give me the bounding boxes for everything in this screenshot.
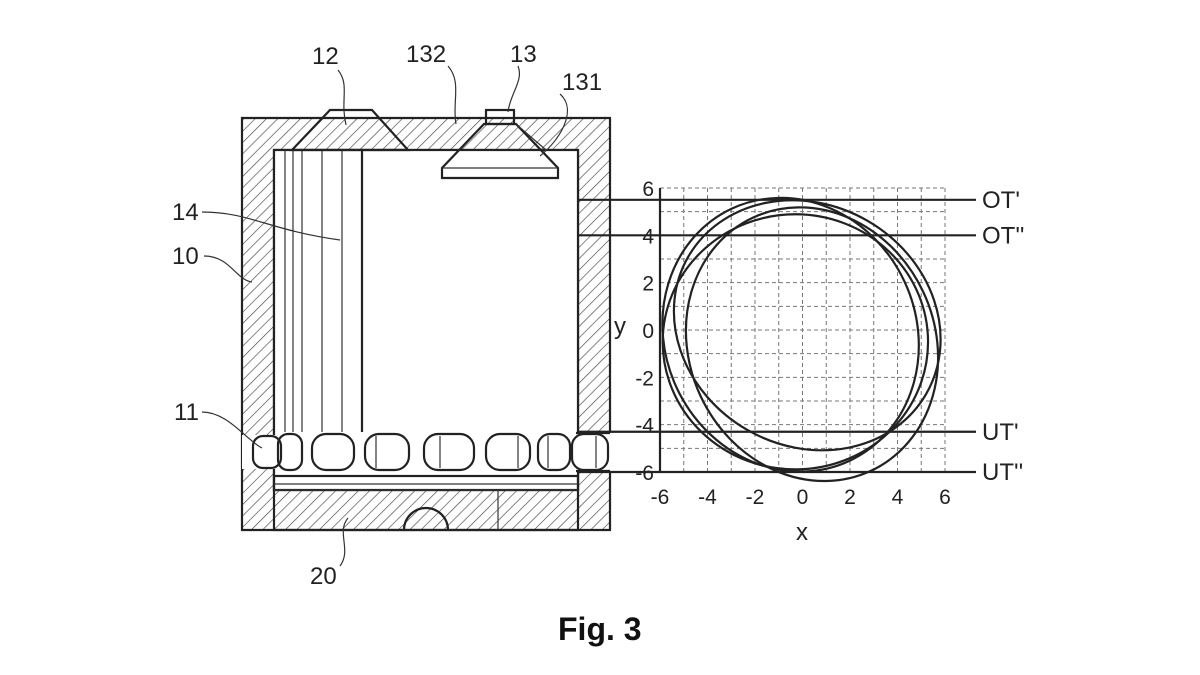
label-20: 20 <box>310 563 337 590</box>
label-132: 132 <box>406 41 446 68</box>
label-131: 131 <box>562 69 602 96</box>
label-10: 10 <box>172 243 199 270</box>
level-label: OT' <box>982 187 1020 214</box>
label-14: 14 <box>172 199 199 226</box>
label-12: 12 <box>312 43 339 70</box>
trajectory-curve-2 <box>628 152 986 498</box>
y-tick-label: -6 <box>635 462 654 485</box>
level-label: OT'' <box>982 222 1025 249</box>
plot-tick-labels: -6 -4 -2 0 2 4 6 6 4 2 0 -2 -4 -6 <box>635 178 951 509</box>
channel-opening-left <box>242 435 276 469</box>
x-axis-label: x <box>796 519 808 546</box>
level-label: UT'' <box>982 459 1023 486</box>
trajectory-plot: OT' OT'' UT' UT'' -6 -4 -2 0 2 4 6 6 4 2 0 -2 -4 -6 y x <box>578 152 1025 546</box>
y-axis-label: y <box>614 313 626 340</box>
plot-grid <box>660 188 945 472</box>
y-tick-label: 0 <box>642 320 654 343</box>
x-tick-label: -6 <box>651 486 670 509</box>
y-tick-label: 6 <box>642 178 654 201</box>
x-tick-label: -4 <box>698 486 717 509</box>
y-tick-label: 4 <box>642 225 654 248</box>
y-tick-label: -4 <box>635 415 654 438</box>
x-tick-label: 2 <box>844 486 856 509</box>
trajectory-curve-3 <box>618 155 963 513</box>
y-tick-label: 2 <box>642 273 654 296</box>
x-tick-label: 0 <box>797 486 809 509</box>
x-tick-label: 4 <box>892 486 904 509</box>
y-tick-label: -2 <box>635 367 654 390</box>
label-11: 11 <box>174 399 199 426</box>
x-tick-label: 6 <box>939 486 951 509</box>
x-tick-label: -2 <box>746 486 765 509</box>
figure-caption: Fig. 3 <box>558 611 642 647</box>
label-13: 13 <box>510 41 537 68</box>
level-label: UT' <box>982 419 1019 446</box>
